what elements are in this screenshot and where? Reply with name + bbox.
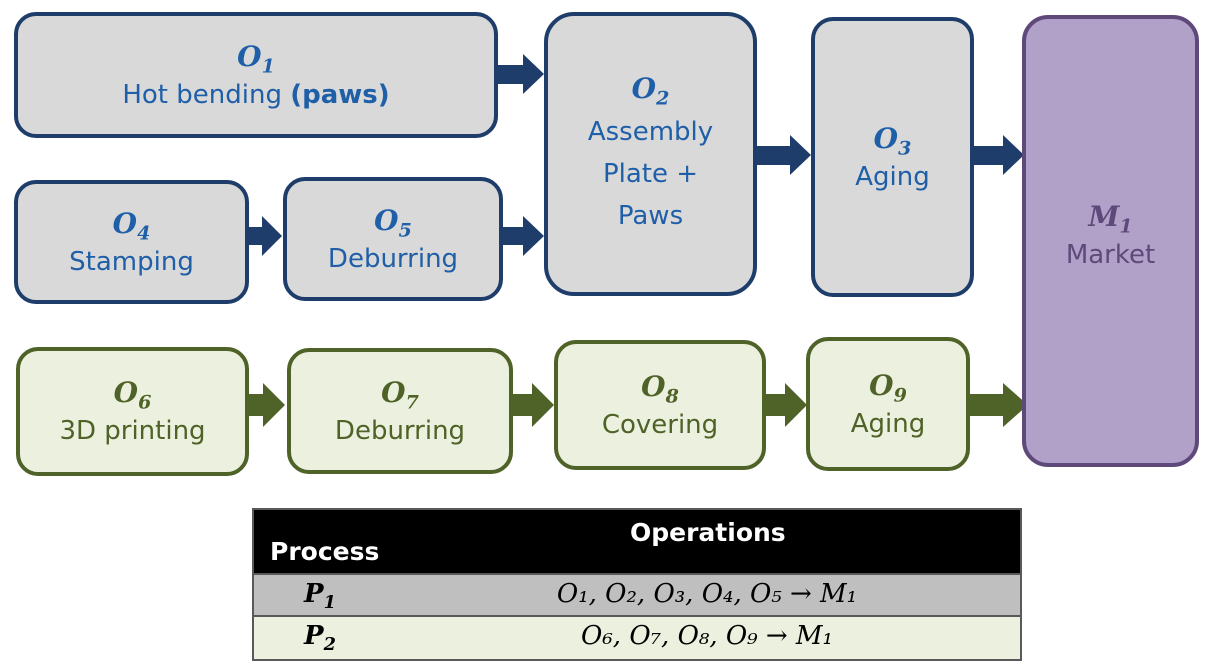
table-row: P1 O₁, O₂, O₃, O₄, O₅ → M₁ bbox=[254, 573, 1020, 615]
node-o3-label: Aging bbox=[855, 161, 930, 192]
header-operations: Operations bbox=[630, 518, 786, 547]
arrow-o5-o2 bbox=[502, 216, 544, 256]
arrow-o6-o7 bbox=[247, 383, 285, 427]
node-o9: O9 Aging bbox=[806, 337, 970, 471]
node-o8-label: Covering bbox=[601, 409, 719, 440]
arrow-o8-o9 bbox=[765, 383, 807, 427]
node-m1-label: Market bbox=[1065, 239, 1156, 270]
node-o1-symbol: O1 bbox=[237, 39, 275, 78]
header-process: Process bbox=[270, 537, 380, 566]
node-o5: O5 Deburring bbox=[283, 177, 503, 301]
process-operations: O₁, O₂, O₃, O₄, O₅ → M₁ bbox=[556, 579, 858, 609]
node-o9-symbol: O9 bbox=[869, 368, 907, 407]
node-o1-label: Hot bending (paws) bbox=[122, 79, 390, 110]
node-o8-symbol: O8 bbox=[641, 369, 679, 408]
node-o7-symbol: O7 bbox=[381, 375, 419, 414]
node-o4-symbol: O4 bbox=[112, 206, 151, 245]
node-m1: M1 Market bbox=[1022, 15, 1199, 467]
process-name: P2 bbox=[304, 621, 336, 656]
node-o2-label-1: Assembly bbox=[587, 117, 714, 148]
arrow-o1-o2 bbox=[497, 54, 544, 94]
node-m1-symbol: M1 bbox=[1088, 199, 1133, 238]
table-row: P2 O₆, O₇, O₈, O₉ → M₁ bbox=[254, 615, 1020, 659]
node-o4: O4 Stamping bbox=[14, 180, 249, 304]
node-o3: O3 Aging bbox=[811, 17, 974, 297]
process-name: P1 bbox=[304, 579, 336, 614]
node-o8: O8 Covering bbox=[554, 340, 766, 470]
arrow-o7-o8 bbox=[511, 383, 554, 427]
node-o6: O6 3D printing bbox=[16, 347, 249, 476]
arrow-o2-o3 bbox=[756, 135, 811, 175]
process-operations: O₆, O₇, O₈, O₉ → M₁ bbox=[581, 621, 833, 651]
node-o5-label: Deburring bbox=[327, 243, 459, 274]
node-o7: O7 Deburring bbox=[287, 348, 513, 474]
process-table: Process Operations P1 O₁, O₂, O₃, O₄, O₅… bbox=[252, 508, 1022, 661]
arrow-o4-o5 bbox=[248, 216, 282, 256]
arrow-o3-m1 bbox=[973, 135, 1024, 175]
arrow-o9-m1 bbox=[969, 383, 1028, 427]
node-o5-symbol: O5 bbox=[374, 203, 412, 242]
node-o2-label-2: Plate + bbox=[602, 159, 699, 190]
node-o7-label: Deburring bbox=[334, 415, 466, 446]
node-o2-label-3: Paws bbox=[617, 201, 684, 232]
node-o9-label: Aging bbox=[850, 408, 926, 439]
node-o3-symbol: O3 bbox=[873, 121, 912, 160]
table-header: Process Operations bbox=[254, 510, 1020, 573]
node-o6-symbol: O6 bbox=[113, 376, 152, 414]
node-o4-label: Stamping bbox=[69, 246, 194, 277]
node-o2-symbol: O2 bbox=[631, 71, 670, 110]
node-o1: O1 Hot bending (paws) bbox=[14, 12, 498, 138]
node-o2: O2 Assembly Plate + Paws bbox=[544, 12, 757, 296]
node-o6-label: 3D printing bbox=[59, 416, 206, 447]
